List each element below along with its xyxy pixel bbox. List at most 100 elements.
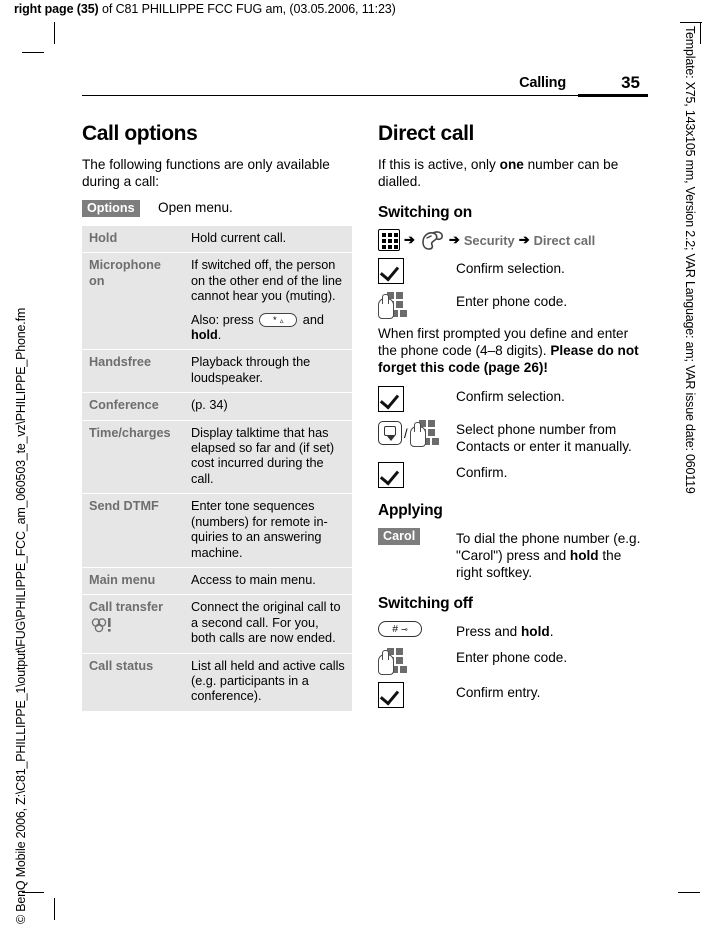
step-icon-group [378,461,456,488]
check-key-icon[interactable] [378,682,404,708]
step-text-c: . [549,624,554,639]
phone-code-note: When first prompted you define and enter… [378,325,648,376]
star-key-icon: *▵ [259,313,298,328]
hand-pointer-shape [378,294,394,319]
applying-heading: Applying [378,502,443,519]
switching-off-heading: Switching off [378,595,473,612]
applying-text-b: hold [569,548,599,563]
table-row: Send DTMF Enter tone sequences (numbers)… [82,493,352,568]
crop-mark-bottom-left-horizontal [22,892,44,893]
direct-call-heading: Direct call [378,122,474,145]
step-confirm-entry: Confirm entry. [378,681,648,708]
table-row: Hold Hold current call. [82,226,352,254]
running-header: Calling 35 [82,70,648,97]
check-key-icon[interactable] [378,462,404,488]
option-sub-bold: hold [191,328,218,343]
settings-hand-icon[interactable] [419,229,445,251]
table-row: Main menu Access to main menu. [82,567,352,596]
step-text-b: hold [520,624,550,639]
step-label: Select phone number from Contacts or ent… [456,422,632,454]
step-icon-group [378,646,456,675]
option-sub-prefix: Also: press [191,312,258,327]
step-confirm-selection: Confirm selection. [378,257,648,284]
slash-separator: / [404,425,408,441]
applying-text-c: the right softkey. [456,548,622,580]
hash-key-icon[interactable]: # ⊸ [378,621,422,637]
phone-code-note-a: When first prompted you define and enter… [378,326,629,358]
step-icon-group [378,257,456,284]
check-key-icon[interactable] [378,258,404,284]
option-name: Send DTMF [82,493,184,568]
table-row: Microphone on If switched off, the perso… [82,252,352,351]
options-softkey-chip-wrap: Options [82,199,158,217]
direct-call-intro: If this is active, only one number can b… [378,156,648,190]
step-enter-phone-code-off: Enter phone code. [378,646,648,675]
option-name: Handsfree [82,349,184,394]
clover-alert-icon [89,617,177,637]
applying-text-a: To dial the phone number (e.g. "Carol") … [456,531,641,563]
table-row: Conference (p. 34) [82,392,352,421]
right-column: Direct call If this is active, only one … [378,122,648,714]
hash-key-symbol: ⊸ [401,624,408,634]
option-name: Microphone on [82,252,184,351]
chapter-title: Calling [519,75,566,91]
keypad-hand-icon[interactable] [378,291,408,319]
option-name: Main menu [82,567,184,596]
option-desc: If switched off, the person on the other… [184,252,352,351]
step-label: Confirm selection. [456,389,565,404]
step-label: Confirm entry. [456,685,541,700]
intro-emphasis: one [499,157,524,172]
keypad-hand-icon[interactable] [378,647,408,675]
step-icon-group: Carol [378,527,456,545]
step-select-phone-number: / Select phone number from Contacts or e… [378,418,648,455]
left-column: Call options The following functions are… [82,122,352,714]
keypad-hand-icon[interactable] [409,419,440,447]
step-enter-phone-code: Enter phone code. [378,290,648,319]
step-label: To dial the phone number (e.g. "Carol") … [456,527,648,581]
crop-mark-bottom-right-horizontal [678,892,700,893]
option-name: Conference [82,392,184,421]
step-icon-group [378,290,456,319]
option-desc: (p. 34) [184,392,352,421]
step-icon-group: # ⊸ [378,620,456,637]
switching-on-heading: Switching on [378,204,473,221]
options-softkey-chip[interactable]: Options [82,199,140,217]
step-confirm: Confirm. [378,461,648,488]
intro-part-c: number can be dialled. [378,157,619,189]
carol-softkey-chip[interactable]: Carol [378,528,421,545]
step-label: Press and hold. [456,620,553,640]
table-row: Call status List all held and active cal… [82,653,352,711]
main-menu-key-icon[interactable] [378,229,400,251]
crop-mark-bottom-left-vertical [54,898,55,920]
star-key-label: * [273,314,277,326]
option-name: Time/charges [82,420,184,495]
template-note: Template: X75, 143x105 mm, Version 2.2; … [683,26,697,494]
menu-arrow-icon: ➔ [448,232,460,247]
crop-mark-top-right-horizontal [680,22,702,23]
options-softkey-desc: Open menu. [158,200,233,215]
crop-mark-top-right-vertical [700,22,701,44]
option-desc: List all held and active calls (e.g. par… [184,653,352,711]
step-label: Enter phone code. [456,294,568,309]
navigation-key-icon[interactable] [378,421,402,445]
crop-mark-top-left-vertical [54,22,55,44]
file-path-note: © BenQ Mobile 2006, Z:\C81_PHILLIPPE_1\o… [14,307,28,924]
page-content: Calling 35 Call options The following fu… [82,70,648,714]
option-sub-end: . [217,328,222,343]
option-sub-suffix: and [299,312,324,327]
hash-key-label: # [392,623,399,635]
step-confirm-selection-2: Confirm selection. [378,385,648,412]
check-key-icon[interactable] [378,386,404,412]
menu-item-direct-call[interactable]: Direct call [533,232,596,248]
print-meta-line: right page (35) of C81 PHILLIPPE FCC FUG… [14,2,396,16]
intro-part-a: If this is active, only [378,157,500,172]
option-name: Hold [82,226,184,254]
menu-item-security[interactable]: Security [463,232,515,248]
step-text-a: Press and [456,624,521,639]
option-name: Call status [82,653,184,711]
table-row: Call transfer Co [82,594,352,654]
header-rule-thin [82,95,578,96]
option-desc-sub: Also: press *▵ and hold. [191,313,345,344]
print-meta-page: right page (35) [14,2,99,16]
option-desc: Hold current call. [184,226,352,254]
